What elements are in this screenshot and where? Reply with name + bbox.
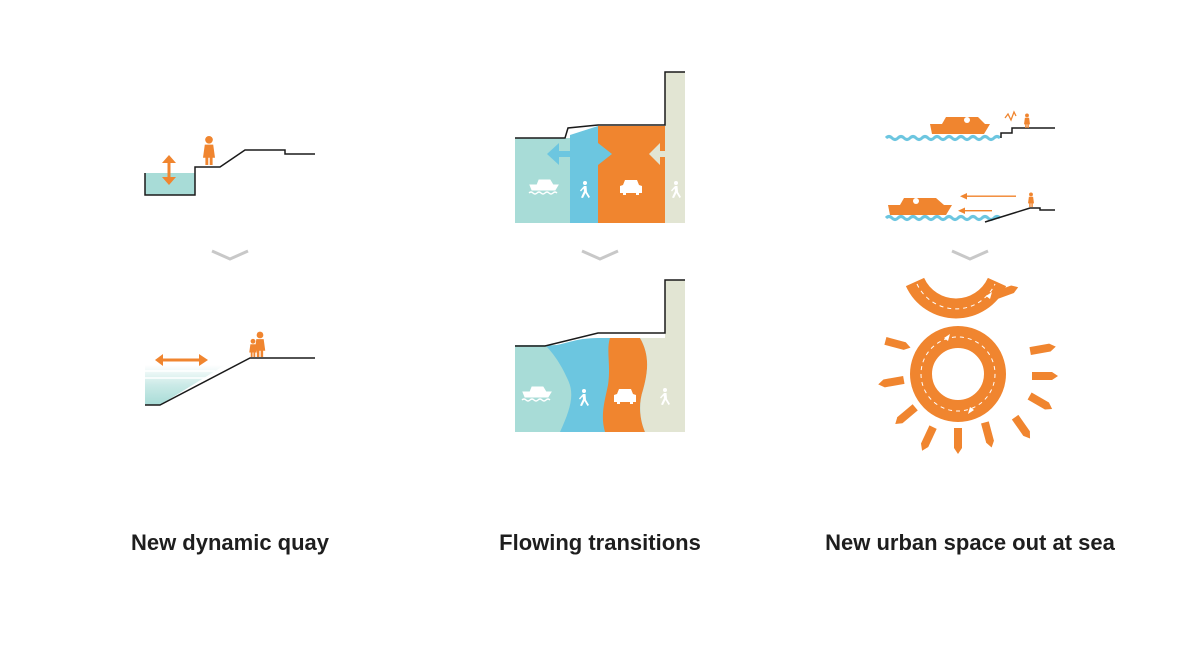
transitions-before-section	[515, 71, 685, 223]
boat-icons	[878, 285, 1058, 454]
left-arrow-icon	[547, 143, 578, 165]
person-icon	[1024, 113, 1030, 128]
boat-icon	[888, 198, 952, 215]
horizontal-double-arrow-icon	[155, 354, 208, 366]
chevron-down-icon	[211, 249, 249, 261]
people-group-icon	[249, 331, 266, 357]
right-arrow-icon	[578, 143, 612, 165]
chevron-down-icon	[581, 249, 619, 261]
boat-icon	[930, 117, 990, 134]
left-arrow-icon	[649, 143, 668, 165]
wave-line	[884, 215, 1002, 221]
roundabout-icon	[878, 277, 1058, 454]
sloped-quay-profile	[145, 357, 315, 406]
street-profile	[515, 71, 685, 139]
quay-before-section	[144, 135, 315, 196]
street-profile	[515, 279, 685, 347]
signal-icon	[1004, 110, 1017, 122]
caption-flowing-transitions: Flowing transitions	[499, 530, 701, 555]
left-arrow-icon	[960, 193, 1016, 200]
upper-arc	[905, 277, 1007, 319]
quay-profile	[144, 149, 315, 196]
person-icon	[1028, 192, 1034, 207]
vertical-double-arrow-icon	[162, 155, 176, 185]
chevron-down-icon	[951, 249, 989, 261]
transitions-after-section	[515, 279, 685, 432]
sea-before-section	[884, 110, 1055, 223]
person-icon	[203, 135, 215, 165]
wave-line	[884, 135, 1002, 141]
water-block	[145, 173, 195, 195]
quay-after-section	[145, 331, 315, 406]
sloped-water	[145, 365, 225, 405]
caption-new-urban-space: New urban space out at sea	[825, 530, 1115, 555]
caption-new-dynamic-quay: New dynamic quay	[130, 530, 330, 555]
left-arrow-icon	[958, 207, 992, 214]
